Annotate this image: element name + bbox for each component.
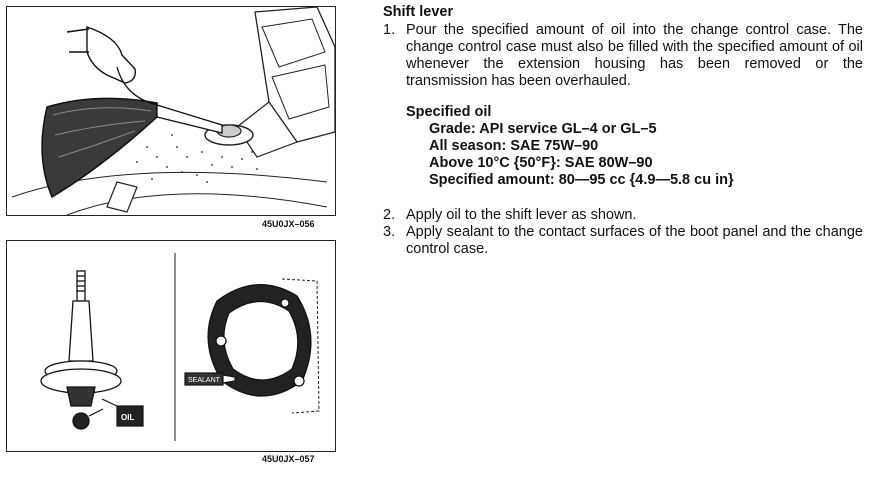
pour-oil-illustration	[11, 7, 335, 215]
shift-lever-sealant-illustration: OIL SEALANT	[40, 253, 320, 441]
spec-heading: Specified oil	[406, 104, 492, 120]
spec-line: Specified amount: 80—95 cc {4.9—5.8 cu i…	[429, 172, 734, 188]
section-title: Shift lever	[383, 4, 454, 20]
step-number: 3.	[383, 224, 396, 240]
step-item: 2. Apply oil to the shift lever as shown…	[383, 207, 863, 224]
steps-list-2: 2. Apply oil to the shift lever as shown…	[383, 207, 863, 258]
figure-shift-lever-sealant: OIL SEALANT	[6, 240, 336, 452]
figure-code-056: 45U0JX–056	[262, 219, 315, 229]
sealant-label: SEALANT	[188, 377, 221, 384]
step-text: Pour the specified amount of oil into th…	[406, 22, 863, 89]
specified-oil-block: Specified oil Grade: API service GL–4 or…	[406, 104, 863, 189]
step-item: 3. Apply sealant to the contact surfaces…	[383, 224, 863, 258]
step-item: 1. Pour the specified amount of oil into…	[383, 22, 863, 90]
procedure-text: Shift lever 1. Pour the specified amount…	[383, 4, 863, 258]
figure-code-057: 45U0JX–057	[262, 454, 315, 464]
step-text: Apply sealant to the contact surfaces of…	[406, 224, 863, 257]
step-number: 2.	[383, 207, 396, 223]
steps-list-1: 1. Pour the specified amount of oil into…	[383, 22, 863, 90]
spec-line: Grade: API service GL–4 or GL–5	[429, 121, 657, 137]
figure-pour-oil	[6, 6, 336, 216]
step-number: 1.	[383, 22, 396, 38]
step-text: Apply oil to the shift lever as shown.	[406, 207, 637, 223]
spec-line: Above 10°C {50°F}: SAE 80W–90	[429, 155, 653, 171]
oil-label: OIL	[121, 413, 134, 422]
spec-line: All season: SAE 75W–90	[429, 138, 599, 154]
